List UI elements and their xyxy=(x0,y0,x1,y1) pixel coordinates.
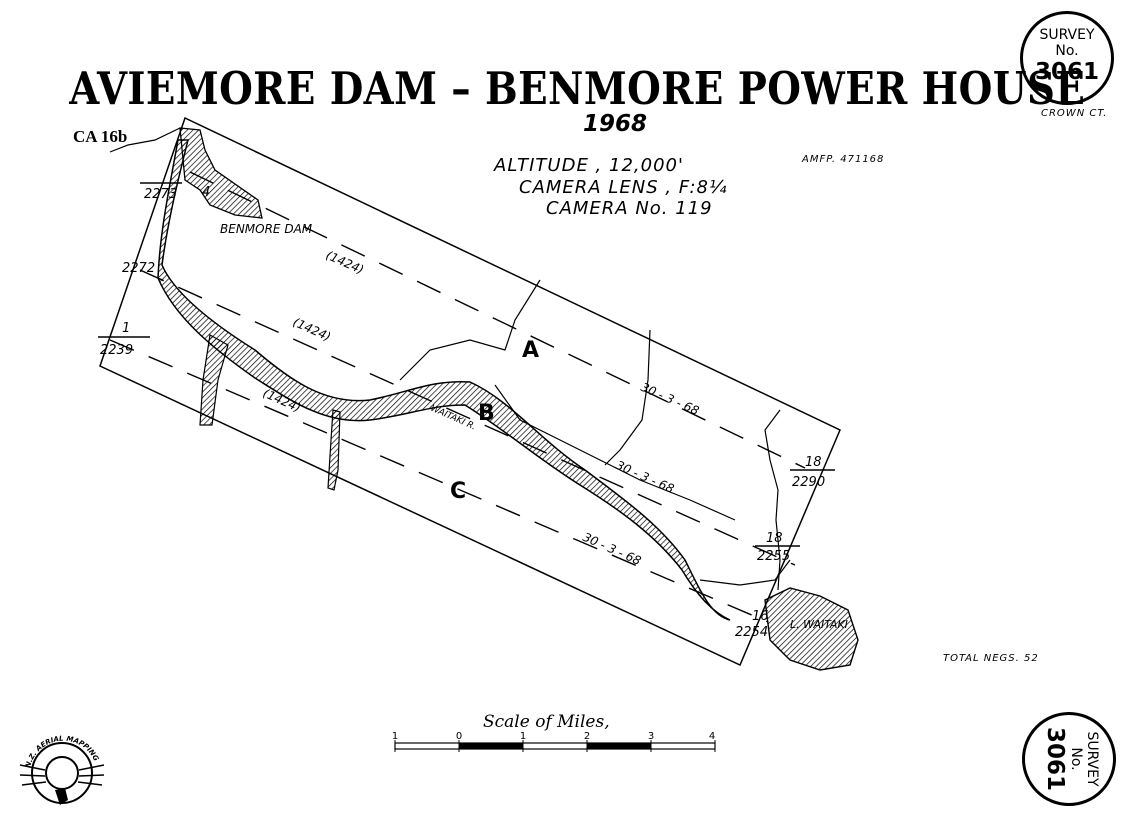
run-b-date: 30 - 3 - 68 xyxy=(614,458,677,496)
amfp-number: AMFP. 471168 xyxy=(802,154,885,165)
altitude-note: ALTITUDE , 12,000' xyxy=(494,155,684,176)
frame-bl-number: 2239 xyxy=(100,343,133,358)
terrain-line-2 xyxy=(604,329,651,466)
terrain-line-4 xyxy=(764,409,781,591)
reference-code: CA 16b xyxy=(73,127,128,146)
terrain-line-3 xyxy=(494,384,736,521)
tributary-centre xyxy=(327,409,341,491)
frame-bl-run: 1 xyxy=(122,321,130,336)
lake-waitaki xyxy=(764,587,859,671)
frame-r3-number: 2254 xyxy=(735,625,768,640)
run-c-date: 30 - 3 - 68 xyxy=(581,530,644,568)
crown-copyright: CROWN CT. xyxy=(1041,108,1108,119)
run-a-label: A xyxy=(522,338,539,363)
run-c-label: C xyxy=(450,479,466,504)
flight-line-a xyxy=(189,171,806,469)
camera-number-note: CAMERA No. 119 xyxy=(546,198,713,219)
survey-badge-no: No. xyxy=(1055,43,1079,59)
frame-r3-run: 16 xyxy=(752,609,769,624)
frame-r1-number: 2290 xyxy=(792,475,825,490)
logo-text: N.Z. AERIAL MAPPING LTD. xyxy=(0,0,100,769)
run-a-date: 30 - 3 - 68 xyxy=(639,380,702,418)
frame-r2-run: 18 xyxy=(766,531,783,546)
camera-lens-note: CAMERA LENS , F:8¼ xyxy=(519,177,728,198)
scale-tick-label: 1 xyxy=(392,731,398,742)
scale-tick-label: 3 xyxy=(648,731,654,742)
frame-tl-number: 2273 xyxy=(144,187,177,202)
survey-badge-top: SURVEY No. 3061 xyxy=(1020,11,1114,105)
coverage-area xyxy=(99,116,841,667)
scale-tick-label: 4 xyxy=(709,731,715,742)
terrain-line-5 xyxy=(699,559,791,586)
frame-r1-run: 18 xyxy=(805,455,822,470)
scale-title: Scale of Miles, xyxy=(483,712,610,732)
frame-r2-number: 2255 xyxy=(757,549,790,564)
survey-badge-number: 3061 xyxy=(1034,59,1099,85)
svg-text:N.Z. AERIAL MAPPING LTD.: N.Z. AERIAL MAPPING LTD. xyxy=(0,0,100,769)
run-b-label: B xyxy=(478,401,495,426)
tributary-west xyxy=(199,334,229,426)
total-negatives: TOTAL NEGS. 52 xyxy=(943,653,1039,664)
map-year: 1968 xyxy=(582,111,647,137)
survey-badge-label: SURVEY xyxy=(1039,27,1095,43)
run-b-altitude: (1424) xyxy=(291,315,333,344)
coast-line xyxy=(109,127,181,153)
frame-tl-run: 4 xyxy=(202,185,210,200)
flight-line-b xyxy=(139,269,796,566)
frame-ml-number: 2272 xyxy=(122,261,155,276)
map-title: AVIEMORE DAM – BENMORE POWER HOUSE xyxy=(69,62,1086,115)
label-lake-waitaki: L. WAITAKI xyxy=(790,618,848,631)
label-benmore-dam: BENMORE DAM xyxy=(220,222,313,236)
benmore-hills xyxy=(179,127,263,219)
flight-line-c xyxy=(109,339,769,623)
scale-tick-label: 1 xyxy=(520,731,526,742)
scale-tick-label: 2 xyxy=(584,731,590,742)
scale-tick-label: 0 xyxy=(456,731,462,742)
scale-bar: 1 0 1 2 3 4 xyxy=(392,731,716,752)
terrain-line-1 xyxy=(399,279,541,381)
waitaki-river xyxy=(157,139,731,621)
company-logo: N.Z. AERIAL MAPPING LTD. xyxy=(0,0,105,805)
run-a-altitude: (1424) xyxy=(324,248,366,277)
